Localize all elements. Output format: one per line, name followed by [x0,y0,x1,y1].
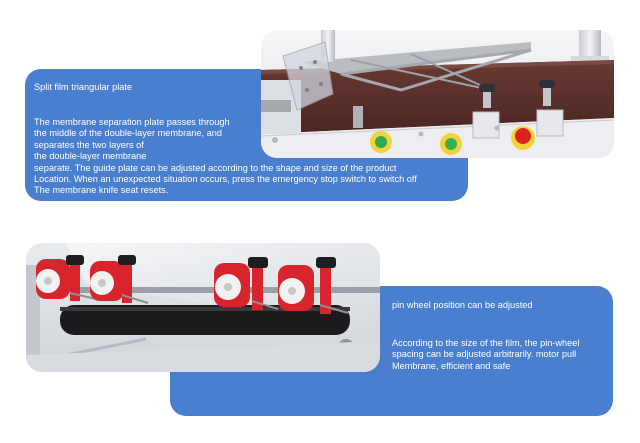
description-line: Location. When an unexpected situation o… [34,173,417,184]
split-film-machine-photo [261,30,614,158]
description-line: The membrane knife seat resets. [34,185,169,196]
description-line: Membrane, efficient and safe [392,360,511,371]
description-line: the double-layer membrane [34,151,147,162]
pin-wheel-photo [26,243,380,372]
section-description: The membrane separation plate passes thr… [34,117,417,197]
description-line: the middle of the double-layer membrane,… [34,128,222,139]
description-line: According to the size of the film, the p… [392,338,580,348]
description-line: The membrane separation plate passes thr… [34,117,230,127]
description-line: spacing can be adjusted arbitrarily. mot… [392,349,577,360]
section-description: According to the size of the film, the p… [392,338,579,372]
section-title: Split film triangular plate [34,82,133,92]
description-line: separate. The guide plate can be adjuste… [34,162,397,173]
section-title: pin wheel position can be adjusted [392,300,533,310]
description-line: separates the two layers of [34,139,144,150]
